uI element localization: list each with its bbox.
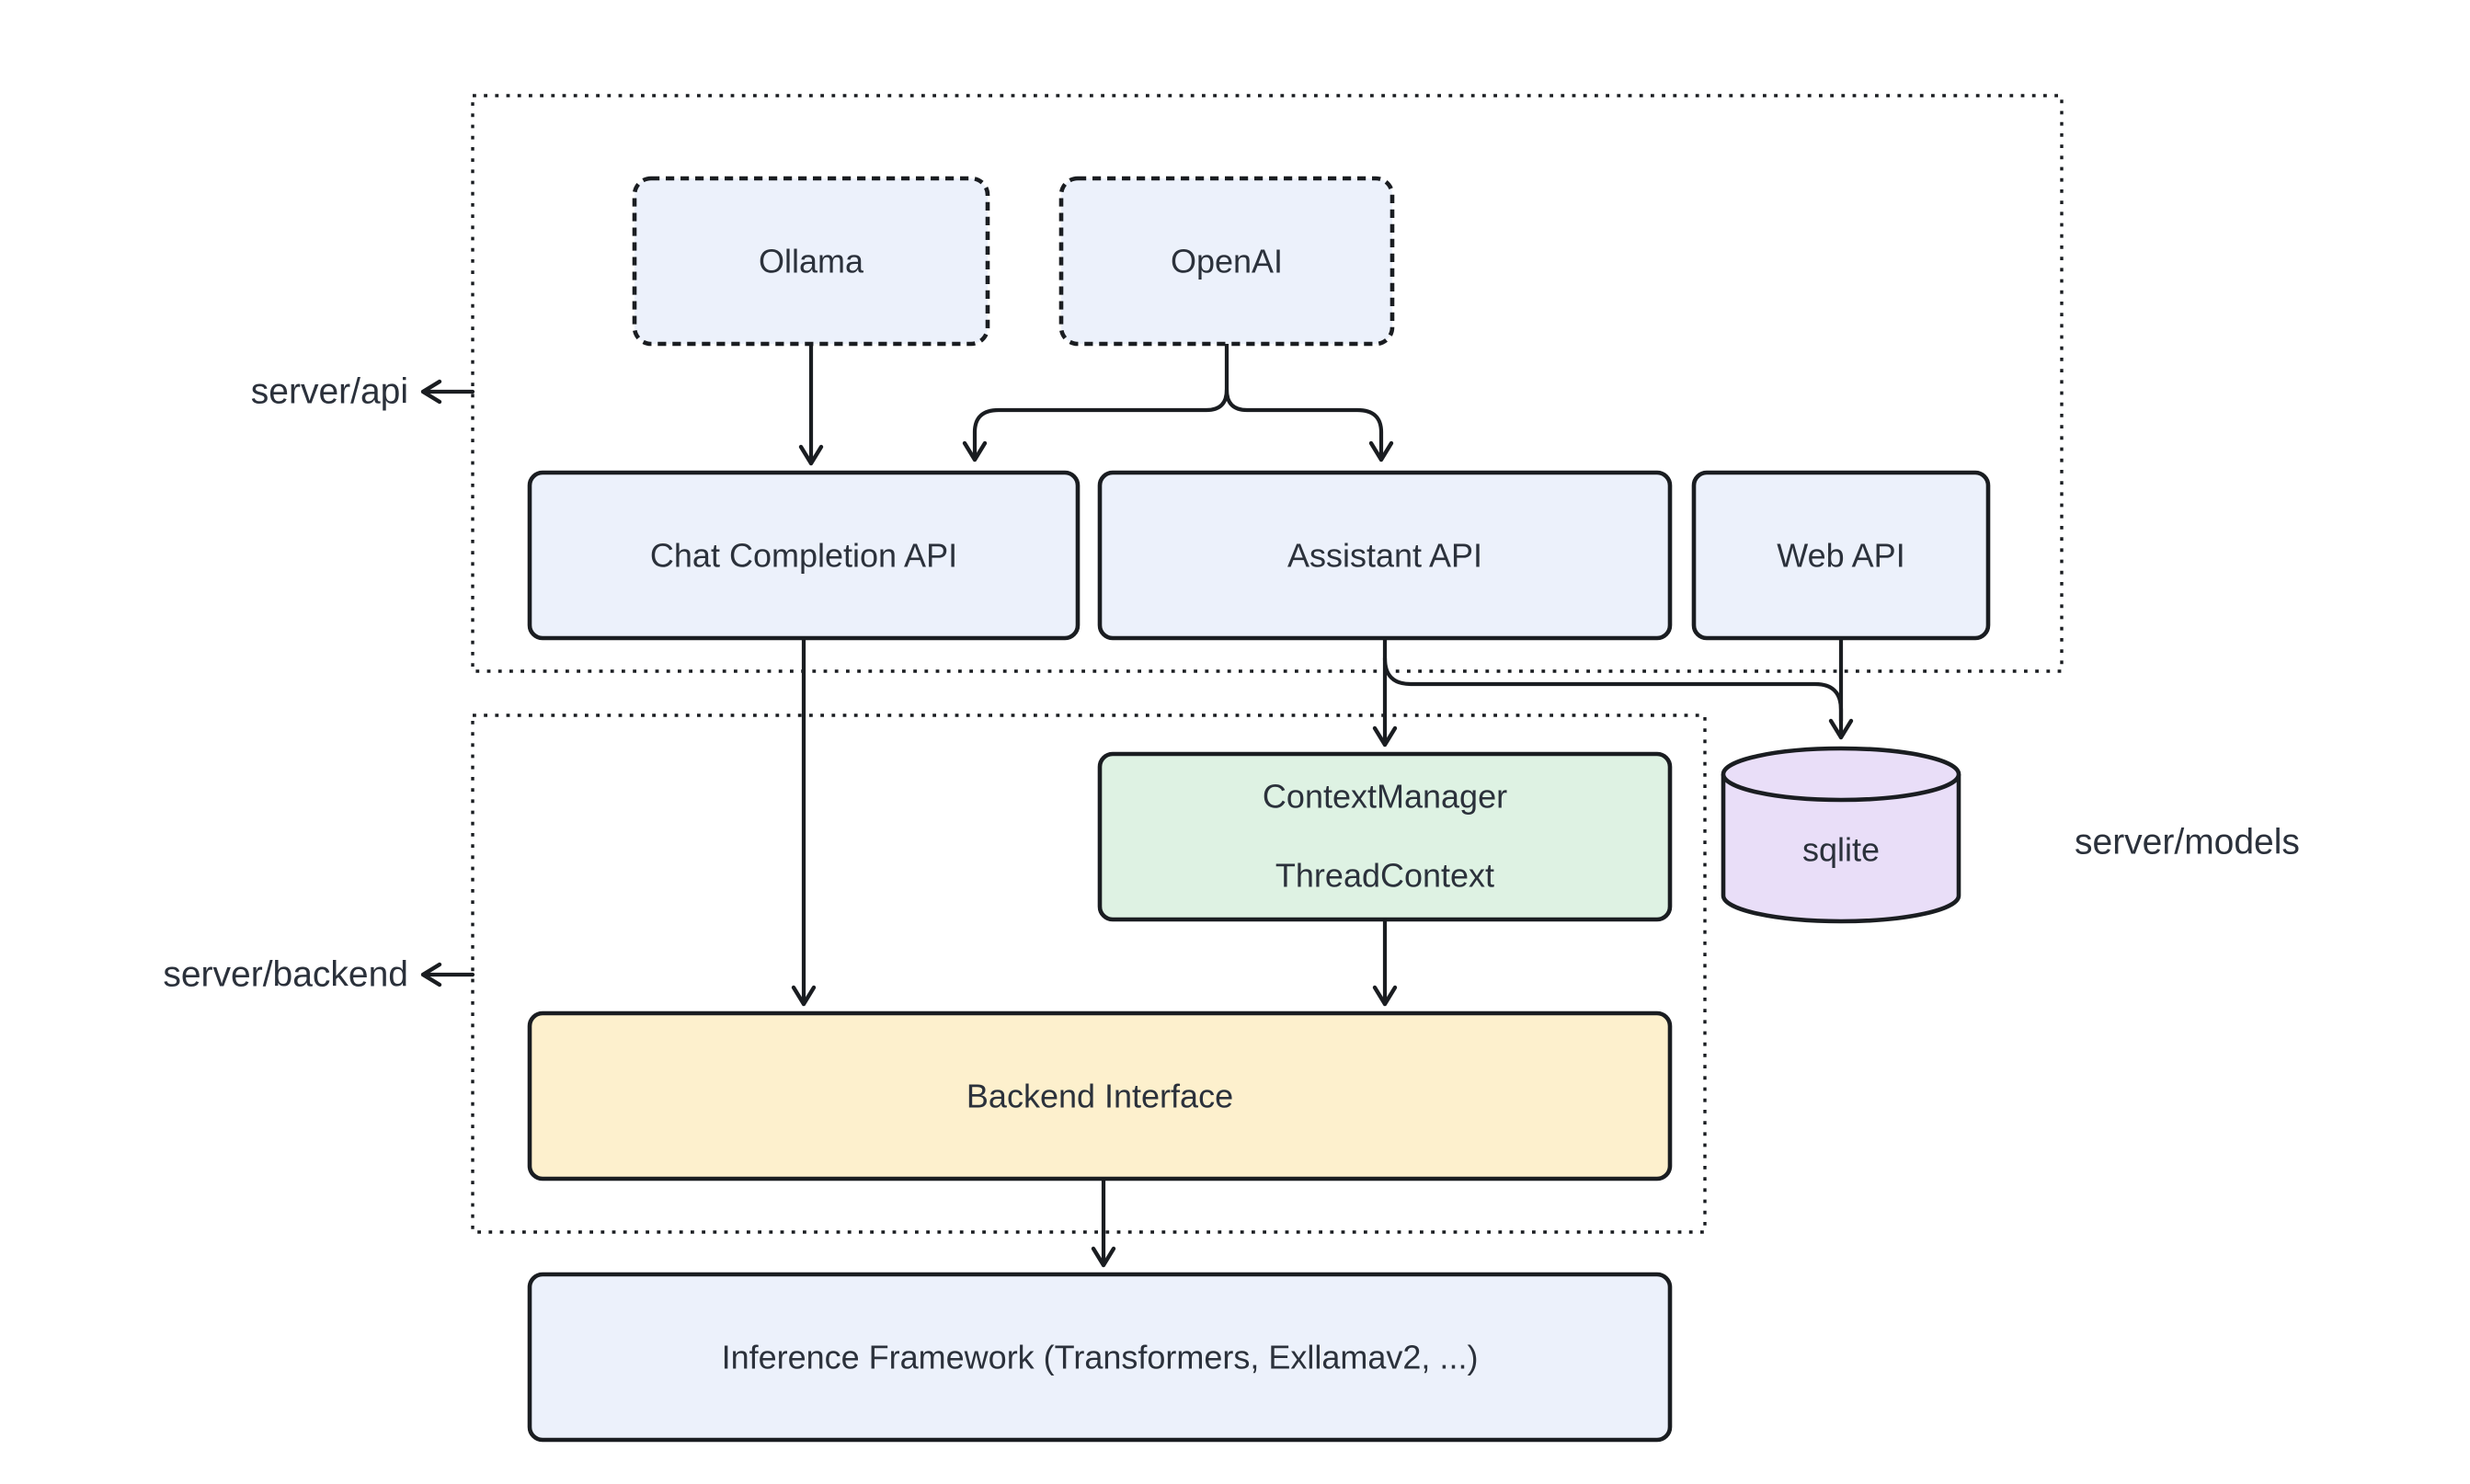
node-assistant-api: Assistant API bbox=[1097, 470, 1673, 641]
node-sqlite-label: sqlite bbox=[1802, 831, 1880, 869]
node-context-manager: ContextManager ThreadContext bbox=[1097, 751, 1673, 922]
container-server-api bbox=[471, 94, 2064, 673]
node-openai-label: OpenAI bbox=[1171, 243, 1283, 280]
edge-assistant-sqlite bbox=[1382, 656, 1844, 724]
node-inference-framework-box bbox=[527, 1272, 1673, 1443]
node-web-api-label: Web API bbox=[1777, 537, 1904, 575]
edge-openai-chat bbox=[962, 341, 1229, 462]
node-openai: OpenAI bbox=[1058, 176, 1395, 347]
label-server-models: server/models bbox=[2075, 823, 2300, 862]
label-server-api: server/api bbox=[251, 372, 408, 412]
node-inference-framework-label: Inference Framework (Transformers, Exlla… bbox=[722, 1339, 1479, 1376]
node-context-manager-line2: ThreadContext bbox=[1275, 857, 1494, 895]
node-ollama-box bbox=[632, 176, 990, 347]
node-backend-interface-box bbox=[527, 1010, 1673, 1181]
node-assistant-label: Assistant API bbox=[1287, 537, 1482, 575]
label-server-backend: server/backend bbox=[163, 955, 408, 995]
sqlite-cylinder-top bbox=[1721, 746, 1961, 803]
edge-openai-assistant bbox=[1224, 387, 1394, 462]
node-chat-completion-api: Chat Completion API bbox=[527, 470, 1081, 641]
node-web-api: Web API bbox=[1691, 470, 1991, 641]
node-sqlite: sqlite bbox=[1721, 746, 1961, 924]
node-backend-interface: Backend Interface bbox=[527, 1010, 1673, 1181]
node-ollama-label: Ollama bbox=[759, 243, 864, 280]
node-inference-framework: Inference Framework (Transformers, Exlla… bbox=[527, 1272, 1673, 1443]
node-chat-completion-box bbox=[527, 470, 1081, 641]
node-web-api-box bbox=[1691, 470, 1991, 641]
node-context-manager-line1: ContextManager bbox=[1263, 778, 1507, 816]
node-openai-box bbox=[1058, 176, 1395, 347]
node-assistant-box bbox=[1097, 470, 1673, 641]
node-chat-completion-label: Chat Completion API bbox=[650, 537, 957, 575]
node-ollama: Ollama bbox=[632, 176, 990, 347]
node-backend-interface-label: Backend Interface bbox=[966, 1078, 1233, 1115]
sqlite-cylinder-body bbox=[1721, 774, 1961, 924]
node-context-manager-box bbox=[1097, 751, 1673, 922]
